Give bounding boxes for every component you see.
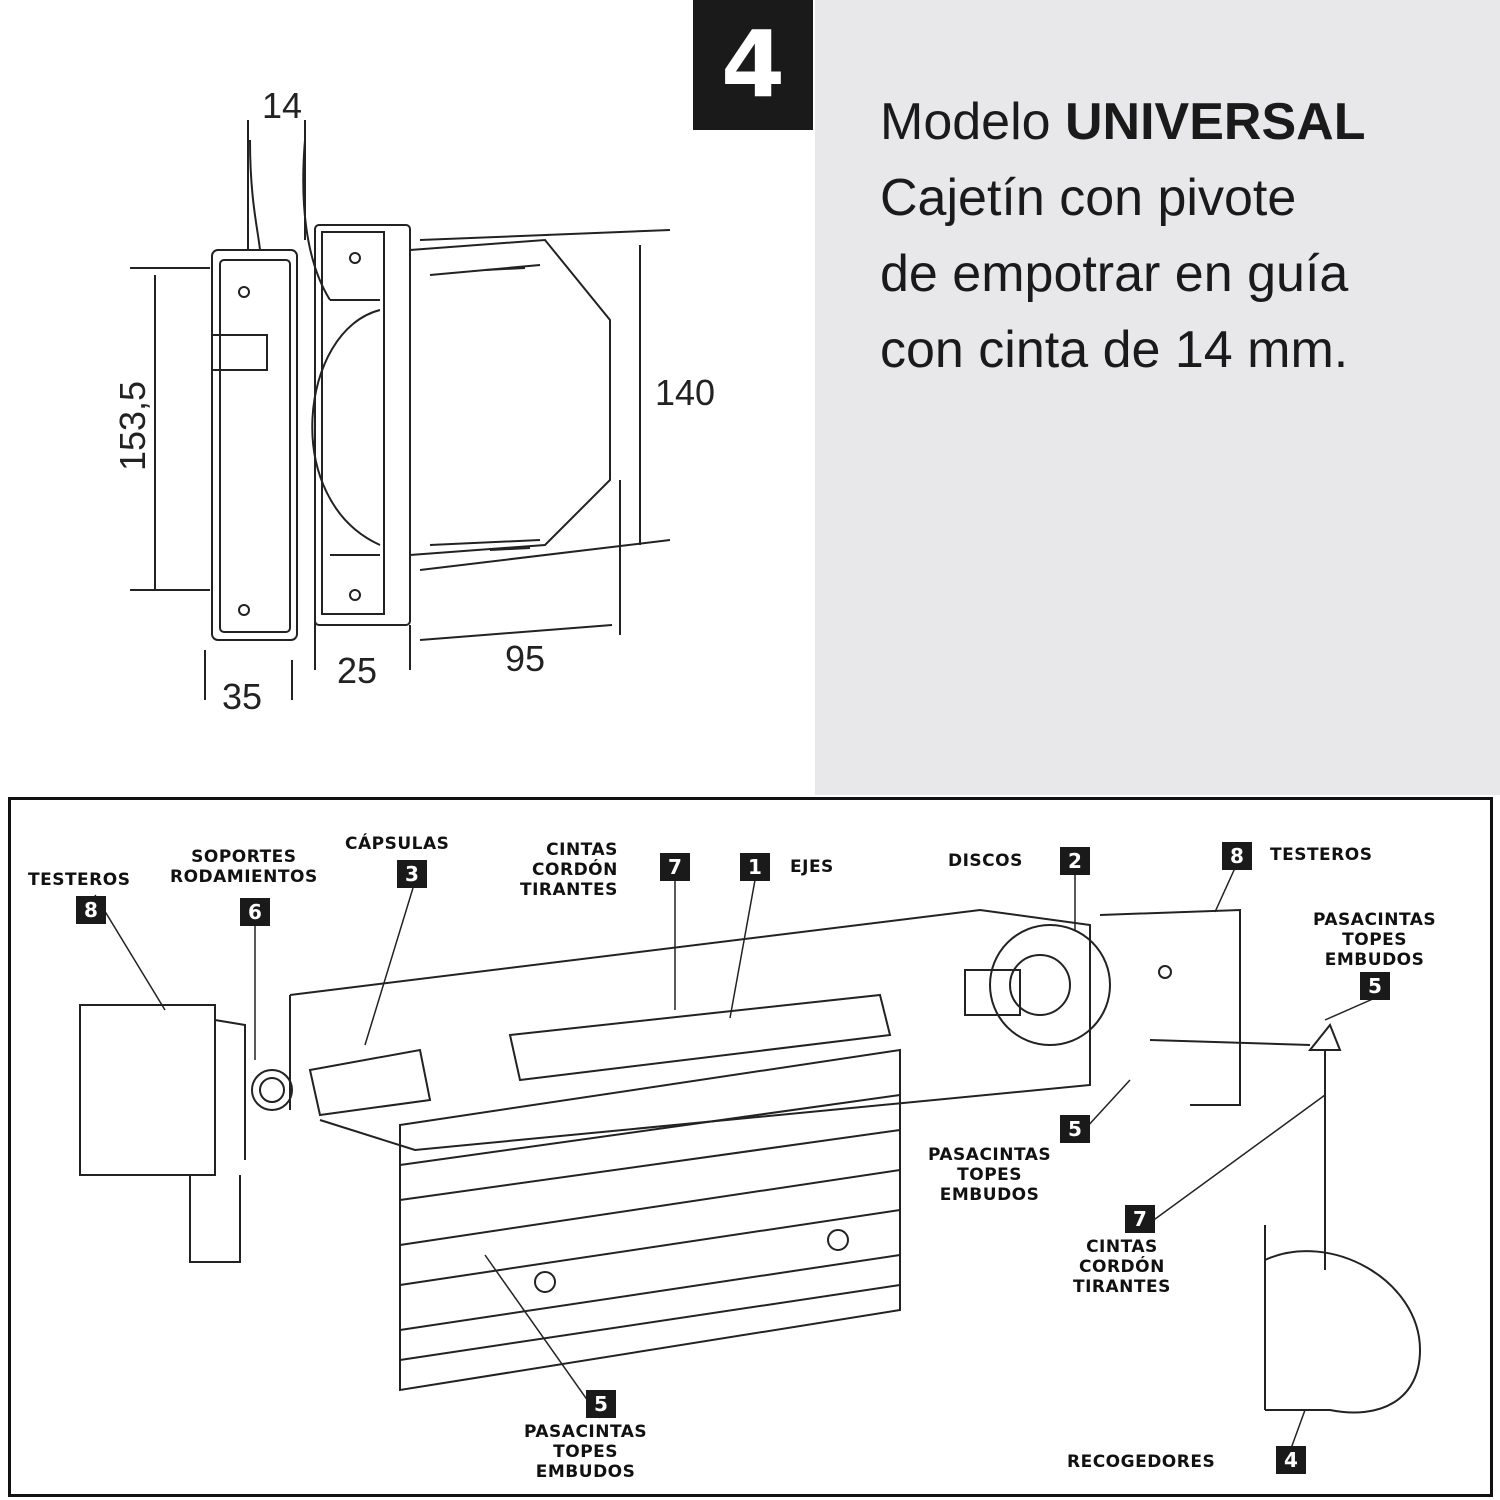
label-line: PASACINTAS — [1313, 910, 1437, 930]
label-testeros-left: TESTEROS — [28, 870, 131, 890]
label-line: TIRANTES — [1073, 1277, 1171, 1297]
label-capsulas: CÁPSULAS — [345, 834, 450, 854]
label-testeros-right: TESTEROS — [1270, 845, 1373, 865]
part-number-4: 4 — [1276, 1446, 1306, 1474]
label-line: PASACINTAS — [524, 1422, 648, 1442]
desc-line-2: Cajetín con pivote — [880, 169, 1297, 227]
label-line: TOPES — [553, 1442, 619, 1462]
label-line: CORDÓN — [532, 860, 618, 880]
label-line: SOPORTES — [191, 847, 297, 867]
model-title: Modelo UNIVERSAL — [880, 92, 1365, 152]
desc-line-3: de empotrar en guía — [880, 245, 1349, 303]
part-number-1: 1 — [740, 853, 770, 881]
part-number-5-mid: 5 — [1060, 1115, 1090, 1143]
part-number-2: 2 — [1060, 847, 1090, 875]
part-number-6: 6 — [240, 898, 270, 926]
label-line: EMBUDOS — [1324, 950, 1425, 970]
dim-depth: 95 — [505, 638, 546, 679]
label-line: RODAMIENTOS — [170, 867, 318, 887]
part-number-8-right: 8 — [1222, 842, 1252, 870]
label-line: EMBUDOS — [535, 1462, 636, 1482]
label-line: EMBUDOS — [939, 1185, 1040, 1205]
dim-width-mid: 25 — [337, 650, 378, 691]
dim-width-front: 35 — [222, 676, 263, 717]
desc-line-4: con cinta de 14 mm. — [880, 321, 1349, 379]
title-model: UNIVERSAL — [1065, 93, 1366, 151]
label-line: CINTAS — [546, 840, 618, 860]
title-prefix: Modelo — [880, 93, 1065, 151]
part-number-7-right: 7 — [1125, 1205, 1155, 1233]
part-number-3: 3 — [397, 860, 427, 888]
label-line: CINTAS — [1086, 1237, 1158, 1257]
part-number-5-right: 5 — [1360, 972, 1390, 1000]
label-line: PASACINTAS — [928, 1145, 1052, 1165]
label-discos: DISCOS — [948, 851, 1023, 871]
part-number-7-top: 7 — [660, 853, 690, 881]
dim-height-right: 140 — [655, 372, 716, 413]
exploded-diagram-frame — [8, 797, 1493, 1497]
label-line: TOPES — [1342, 930, 1408, 950]
label-line: CORDÓN — [1079, 1257, 1165, 1277]
dim-strap-width: 14 — [262, 85, 303, 126]
label-ejes: EJES — [790, 857, 834, 877]
part-number-5-bottom: 5 — [586, 1390, 616, 1418]
label-line: TIRANTES — [520, 880, 618, 900]
model-number-badge: 4 — [693, 0, 813, 130]
label-line: TOPES — [957, 1165, 1023, 1185]
box-technical-drawing — [130, 120, 671, 700]
label-recogedores: RECOGEDORES — [1067, 1452, 1216, 1472]
description-panel — [815, 0, 1500, 795]
part-number-8-left: 8 — [76, 896, 106, 924]
